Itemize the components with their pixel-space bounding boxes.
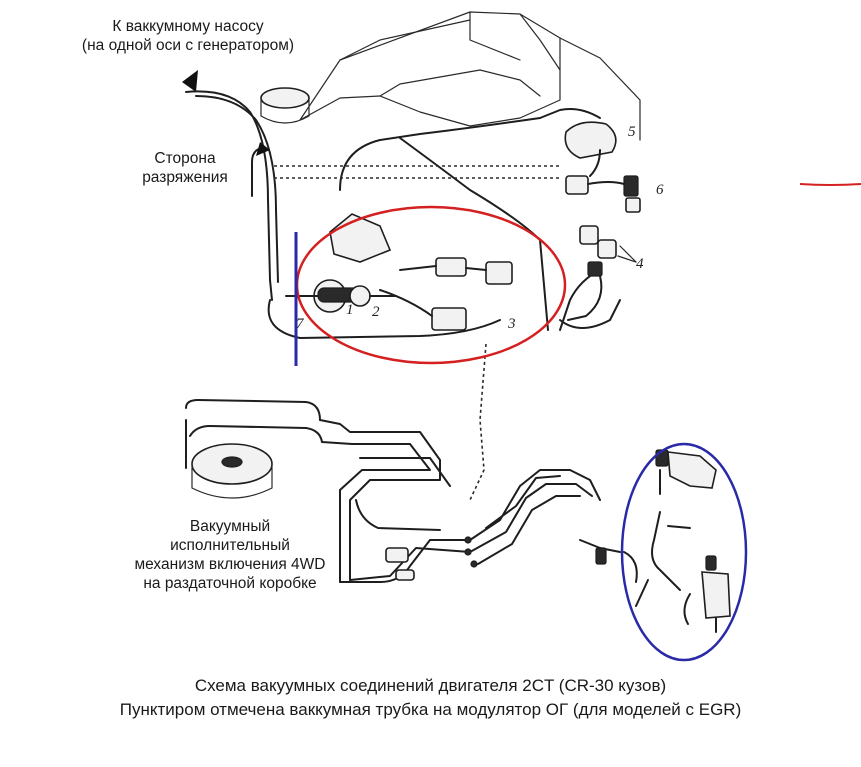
pump-pointer-arrow [182, 70, 198, 92]
vacuum-side-arrow [251, 142, 270, 197]
part-number-1: 1 [346, 302, 354, 318]
caption-line2: Пунктиром отмечена ваккумная трубка на м… [119, 700, 742, 719]
actuator-label: Вакуумный исполнительный механизм включе… [90, 517, 370, 593]
part-number-3: 3 [507, 316, 516, 332]
vsv-top-center [329, 213, 513, 331]
caption-line1: Схема вакуумных соединений двигателя 2CT… [194, 676, 667, 695]
right-valve-cluster [564, 121, 641, 213]
vacuum-pump-label: К ваккумному насосу (на одной оси с гене… [48, 17, 328, 55]
red-margin-mark [799, 183, 861, 186]
part-number-4: 4 [636, 256, 644, 272]
hose-lines [185, 90, 621, 339]
vsv-cluster-4 [567, 225, 637, 321]
part-number-7: 7 [296, 316, 305, 332]
actuator-label-line2: исполнительный [170, 537, 290, 554]
part-number-5: 5 [628, 124, 636, 140]
part-numbers: 1 2 3 4 5 6 7 [296, 124, 664, 332]
egr-dotted-lines [274, 165, 560, 501]
egr-valve-cluster [285, 279, 397, 313]
vacuum-pump-label-line2: (на одной оси с генератором) [81, 37, 295, 54]
blue-highlight-ellipse [620, 442, 748, 662]
actuator-label-line1: Вакуумный [189, 518, 271, 535]
vacuum-side-label-line1: Сторона [154, 150, 216, 167]
filler-cap [260, 87, 310, 124]
actuator-label-line3: механизм включения 4WD [134, 556, 326, 573]
vacuum-side-label-line2: разряжения [142, 169, 228, 186]
tube-bundle-right [464, 469, 621, 568]
vacuum-side-label: Сторона разряжения [120, 149, 250, 187]
part-number-6: 6 [656, 182, 664, 198]
part-number-2: 2 [372, 304, 380, 320]
vsv-blue-cluster [623, 449, 731, 633]
vacuum-pump-label-line1: К ваккумному насосу [112, 18, 264, 35]
actuator-4wd [185, 399, 323, 499]
actuator-label-line4: на раздаточной коробке [143, 575, 317, 592]
tube-bundle [319, 419, 471, 583]
engine-outline [299, 11, 641, 141]
